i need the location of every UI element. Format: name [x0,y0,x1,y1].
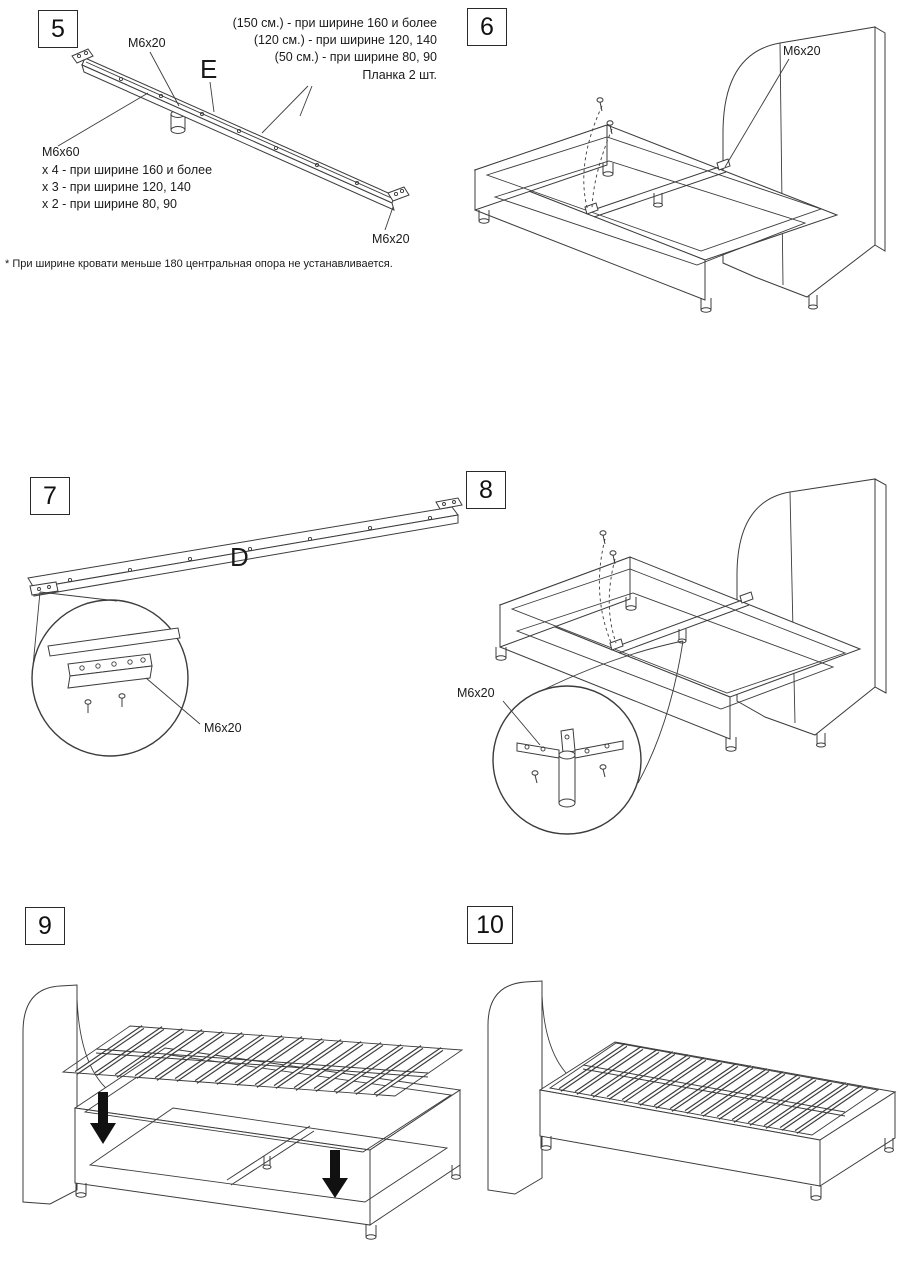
bolt-note-1: х 4 - при ширине 160 и более [42,163,212,177]
frame-foot [540,1136,552,1151]
width-note-150: (150 см.) - при ширине 160 и более [233,16,437,30]
screws [583,97,614,212]
support-plank-part [71,48,410,211]
frame-foot [625,597,637,611]
width-note-50: (50 см.) - при ширине 80, 90 [275,50,437,64]
frame-foot [700,298,712,313]
headboard-foot [808,295,818,310]
leader-lines [57,51,394,231]
panel10-drawing [487,980,897,1201]
part-letter-d: D [230,542,249,572]
bed-frame-box [473,124,839,313]
bed-frame-box [495,556,862,752]
frame-foot [365,1225,377,1240]
width-note-planka: Планка 2 шт. [362,68,437,82]
leader-line [145,677,201,725]
magnifier-detail [31,591,201,757]
magnifier-detail [492,640,684,835]
bolt-note-2: х 3 - при ширине 120, 140 [42,180,191,194]
frame-foot [602,163,614,177]
step-5-number: 5 [38,10,78,48]
frame-foot [725,737,737,752]
screw-label-m6x20: M6x20 [783,44,821,58]
leader-line [724,58,790,168]
panel5-drawing: M6x20 E (150 см.) - при ширине 160 и бол… [5,16,437,270]
down-arrow-right [322,1150,348,1198]
panel9-drawing [22,984,464,1240]
slat-base [548,1042,880,1136]
frame-foot [75,1183,87,1198]
screws [84,693,126,713]
frame-foot [810,1186,822,1201]
center-support-beam [609,591,754,654]
slat-base [61,1025,464,1097]
panel7-drawing: D M6x20 [27,497,463,757]
headboard-foot [816,733,826,748]
headboard [22,984,124,1205]
step-6-number: 6 [467,8,507,46]
screw-label-m6x20: M6x20 [457,686,495,700]
center-support-beam [584,158,731,218]
headboard [722,26,886,310]
step-7-number: 7 [30,477,70,515]
step-10-number: 10 [467,906,513,944]
footnote: * При ширине кровати меньше 180 централь… [5,258,393,270]
frame-foot [495,647,507,661]
down-arrow-left [90,1092,116,1144]
screw-label-m6x20: M6x20 [204,721,242,735]
center-leg-assembly [516,728,624,808]
panel8-drawing: M6x20 [457,478,887,835]
bolt-label-m6x60: M6x60 [42,145,80,159]
part-letter-e: E [200,54,217,84]
panel6-drawing: M6x20 [473,26,886,313]
bolt-note-3: х 2 - при ширине 80, 90 [42,197,177,211]
screw-label-m6x20-top: M6x20 [128,36,166,50]
frame-foot [451,1165,461,1180]
step-8-number: 8 [466,471,506,509]
screw-label-m6x20-bottom: M6x20 [372,232,410,246]
center-support-beam [226,1125,315,1186]
frame-foot [478,210,490,224]
leader-line [502,700,541,746]
width-note-120: (120 см.) - при ширине 120, 140 [254,33,437,47]
step-9-number: 9 [25,907,65,945]
plank-part-d [27,497,463,597]
screws [598,530,617,646]
frame-foot [884,1138,894,1153]
